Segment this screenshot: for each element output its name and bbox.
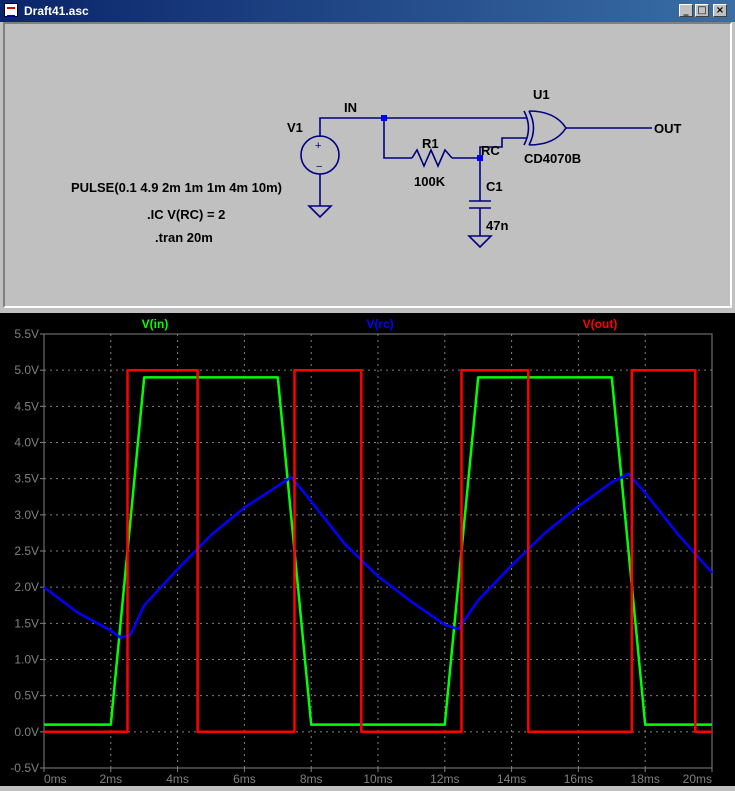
y-tick-label: 3.5V — [14, 472, 39, 486]
maximize-button[interactable]: □ — [695, 4, 709, 17]
u1-label[interactable]: U1 — [533, 87, 550, 102]
trace-vrc[interactable] — [43, 472, 713, 640]
waveform-viewer[interactable]: -0.5V 0.0V 0.5V 1.0V 1.5V 2.0V 2.5V 3.0V 3.5V 4.0… — [0, 313, 735, 786]
x-tick-label: 8ms — [300, 772, 323, 786]
legend-vrc[interactable]: V(rc) — [366, 317, 393, 331]
trace-vout[interactable] — [44, 368, 712, 734]
x-tick-label: 6ms — [233, 772, 256, 786]
r1-value[interactable]: 100K — [414, 174, 446, 189]
ic-directive[interactable]: .IC V(RC) = 2 — [147, 207, 225, 222]
r1-label[interactable]: R1 — [422, 136, 439, 151]
y-tick-label: 1.0V — [14, 653, 39, 667]
c1-value[interactable]: 47n — [486, 218, 508, 233]
pulse-directive[interactable]: PULSE(0.1 4.9 2m 1m 1m 4m 10m) — [71, 180, 282, 195]
y-tick-label: 4.0V — [14, 436, 39, 450]
y-tick-label: -0.5V — [10, 761, 39, 775]
window-title: Draft41.asc — [24, 4, 89, 18]
v1-polarity: + − — [315, 140, 322, 173]
x-tick-label: 16ms — [564, 772, 593, 786]
y-tick-label: 2.0V — [14, 580, 39, 594]
x-tick-label: 0ms — [44, 772, 67, 786]
x-tick-label: 2ms — [99, 772, 122, 786]
schematic-canvas[interactable]: + − V1 IN R1 100K RC C1 47n U1 CD4070B O… — [5, 24, 730, 306]
rc-node-dot — [477, 155, 483, 161]
waveform-plot[interactable]: -0.5V 0.0V 0.5V 1.0V 1.5V 2.0V 2.5V 3.0V 3.5V 4.0… — [0, 313, 735, 786]
out-net-label[interactable]: OUT — [654, 121, 682, 136]
schematic-pane[interactable]: + − V1 IN R1 100K RC C1 47n U1 CD4070B O… — [3, 22, 732, 308]
x-tick-label: 18ms — [631, 772, 660, 786]
app-icon — [4, 3, 18, 17]
tran-directive[interactable]: .tran 20m — [155, 230, 213, 245]
y-tick-label: 0.5V — [14, 689, 39, 703]
in-net-label[interactable]: IN — [344, 100, 357, 115]
x-tick-label: 20ms — [683, 772, 712, 786]
minimize-button[interactable]: _ — [679, 4, 693, 17]
y-tick-label: 1.5V — [14, 616, 39, 630]
y-tick-label: 5.0V — [14, 363, 39, 377]
y-tick-label: 3.0V — [14, 508, 39, 522]
c1-label[interactable]: C1 — [486, 179, 503, 194]
x-tick-label: 10ms — [363, 772, 392, 786]
y-tick-label: 2.5V — [14, 544, 39, 558]
rc-net-label[interactable]: RC — [481, 143, 500, 158]
x-tick-label: 4ms — [166, 772, 189, 786]
in-node-dot — [381, 115, 387, 121]
x-tick-label: 12ms — [430, 772, 459, 786]
v1-plus-glyph: + — [315, 140, 321, 152]
x-tick-label: 14ms — [497, 772, 526, 786]
window-title-bar[interactable]: Draft41.asc _ □ × — [0, 0, 735, 22]
v1-minus-glyph: − — [316, 161, 322, 173]
v1-label[interactable]: V1 — [287, 120, 303, 135]
schematic-wires — [300, 110, 652, 249]
y-tick-label: 4.5V — [14, 399, 39, 413]
y-tick-label: 5.5V — [14, 327, 39, 341]
close-button[interactable]: × — [713, 4, 727, 17]
legend-vin[interactable]: V(in) — [142, 317, 169, 331]
u1-part-name[interactable]: CD4070B — [524, 151, 581, 166]
legend-vout[interactable]: V(out) — [583, 317, 618, 331]
y-tick-label: 0.0V — [14, 725, 39, 739]
